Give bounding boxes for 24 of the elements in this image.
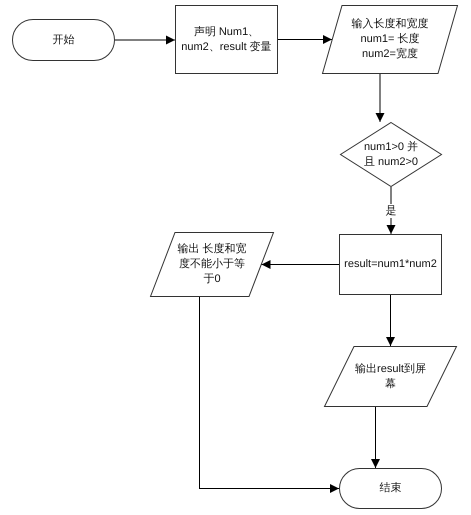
arrow xyxy=(199,296,340,493)
io-parallelogram xyxy=(150,232,274,297)
process-box xyxy=(339,234,442,295)
node-label: 输出result到屏幕 xyxy=(354,362,427,392)
io-parallelogram xyxy=(324,346,457,407)
node-label: 声明 Num1、num2、result 变量 xyxy=(180,24,273,54)
node-label: 开始 xyxy=(52,32,76,48)
arrow xyxy=(376,74,384,122)
node-label: 输出 长度和宽度不能小于等于0 xyxy=(177,242,247,287)
edge-label: 是 xyxy=(384,204,398,218)
io-parallelogram xyxy=(322,5,458,74)
arrow xyxy=(278,35,332,44)
arrow xyxy=(114,36,176,44)
terminal-shape xyxy=(339,468,442,509)
arrow xyxy=(371,406,380,468)
terminal-shape xyxy=(12,19,115,61)
decision-diamond xyxy=(340,122,442,187)
node-label: 输入长度和宽度 num1= 长度 num2=宽度 xyxy=(351,17,429,62)
arrow xyxy=(386,294,395,346)
arrow xyxy=(261,260,340,269)
node-label: 结束 xyxy=(378,481,402,496)
node-label: num1>0 并且 num2>0 xyxy=(362,140,420,170)
node-label: result=num1*num2 xyxy=(343,257,438,272)
process-box xyxy=(175,5,278,74)
